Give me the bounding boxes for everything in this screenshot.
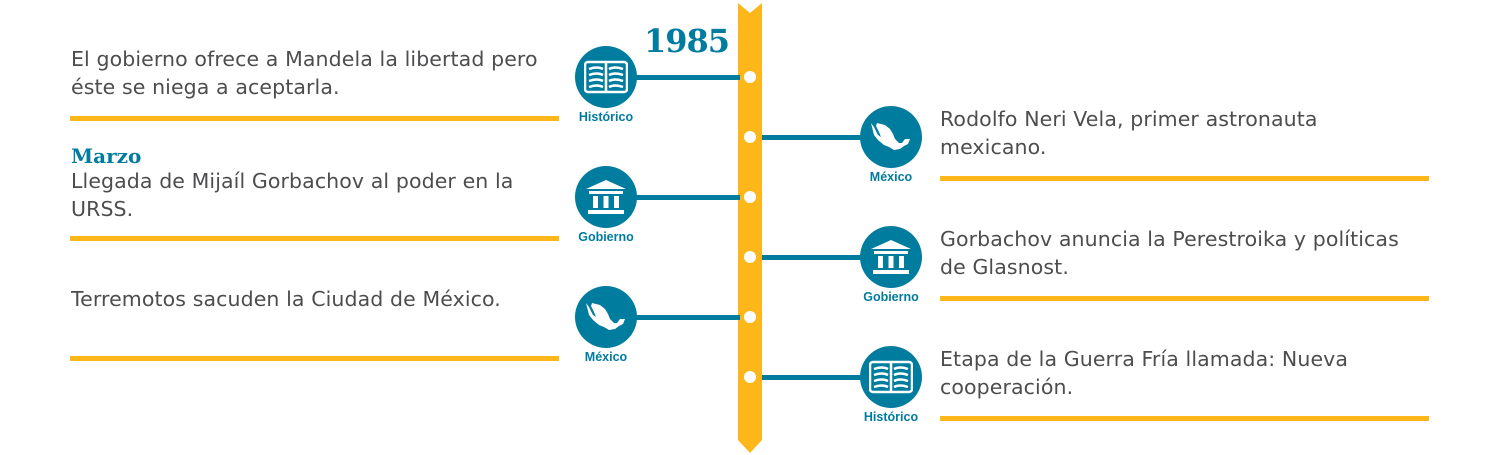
timeline-dot xyxy=(744,131,756,143)
category-label: Gobierno xyxy=(578,230,634,244)
mexico-map-icon xyxy=(860,106,922,168)
year-heading: 1985 xyxy=(644,22,730,60)
event-text: Rodolfo Neri Vela, primer astronauta mex… xyxy=(940,107,1318,159)
category-label: Histórico xyxy=(578,110,634,124)
event-underline xyxy=(70,236,559,241)
month-label: Marzo xyxy=(71,144,142,168)
book-icon xyxy=(860,346,922,408)
government-building-icon xyxy=(575,166,637,228)
category-label: Histórico xyxy=(863,410,919,424)
event-text: Terremotos sacuden la Ciudad de México. xyxy=(71,287,501,311)
event-underline xyxy=(70,356,559,361)
category-label: México xyxy=(869,170,913,184)
event-underline xyxy=(940,176,1429,181)
event-text: El gobierno ofrece a Mandela la libertad… xyxy=(71,47,538,99)
connector-line xyxy=(630,75,740,80)
connector-line xyxy=(630,195,740,200)
event-underline xyxy=(70,116,559,121)
timeline-dot xyxy=(744,71,756,83)
event-text: Llegada de Mijaíl Gorbachov al poder en … xyxy=(71,169,514,221)
category-label: México xyxy=(584,350,628,364)
timeline-dot xyxy=(744,311,756,323)
connector-line xyxy=(762,255,872,260)
event-underline xyxy=(940,296,1429,301)
government-building-icon xyxy=(860,226,922,288)
timeline-dot xyxy=(744,191,756,203)
event-entry: Marzo Llegada de Mijaíl Gorbachov al pod… xyxy=(71,145,551,223)
event-entry: Rodolfo Neri Vela, primer astronauta mex… xyxy=(940,105,1420,161)
event-entry: El gobierno ofrece a Mandela la libertad… xyxy=(71,45,551,101)
connector-line xyxy=(762,135,872,140)
connector-line xyxy=(762,375,872,380)
category-label: Gobierno xyxy=(863,290,919,304)
book-icon xyxy=(575,46,637,108)
event-text: Gorbachov anuncia la Perestroika y polít… xyxy=(940,227,1399,279)
event-entry: Gorbachov anuncia la Perestroika y polít… xyxy=(940,225,1420,281)
event-entry: Etapa de la Guerra Fría llamada: Nueva c… xyxy=(940,345,1420,401)
event-text: Etapa de la Guerra Fría llamada: Nueva c… xyxy=(940,347,1349,399)
event-underline xyxy=(940,416,1429,421)
mexico-map-icon xyxy=(575,286,637,348)
timeline-dot xyxy=(744,251,756,263)
event-entry: Terremotos sacuden la Ciudad de México. xyxy=(71,285,551,313)
connector-line xyxy=(630,315,740,320)
timeline-dot xyxy=(744,371,756,383)
